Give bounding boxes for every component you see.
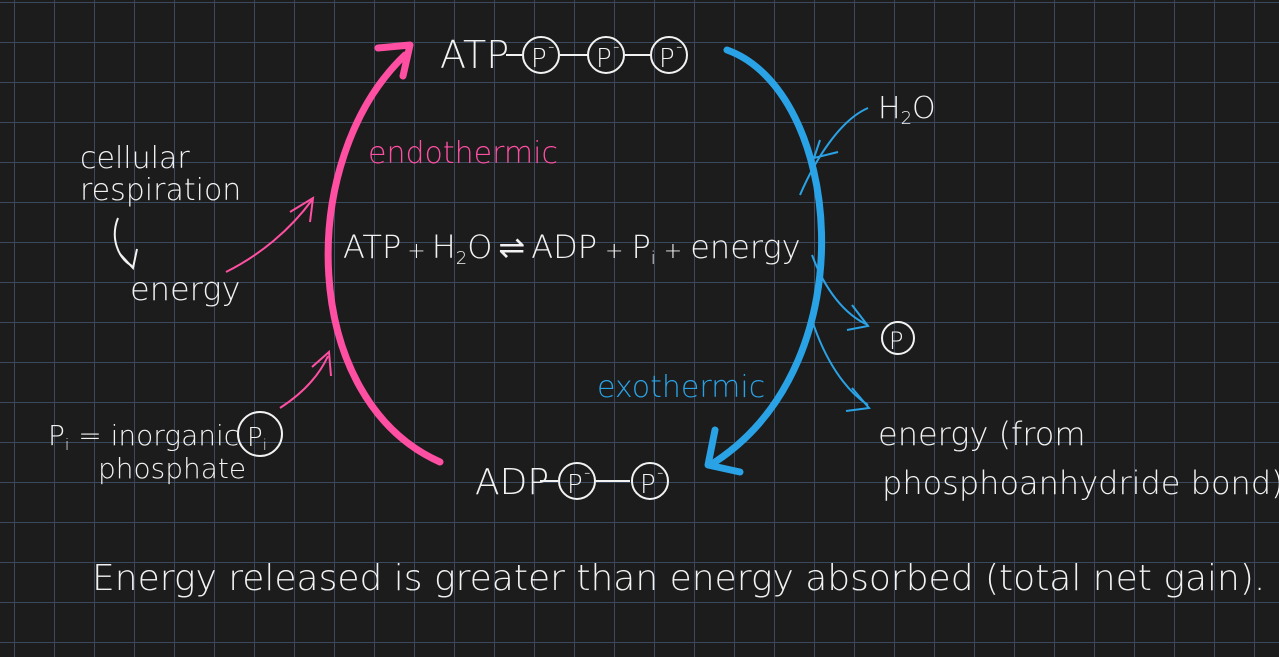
phosphate-output: P xyxy=(811,254,915,355)
summary-statement: Energy released is greater than energy a… xyxy=(92,558,1265,599)
svg-text:-: - xyxy=(584,462,591,483)
exothermic-arrow xyxy=(704,46,826,476)
svg-text:-: - xyxy=(657,462,664,483)
svg-text:P: P xyxy=(531,44,547,74)
cellular-word: cellular xyxy=(80,141,190,176)
endothermic-arrow xyxy=(324,41,444,466)
inorganic-phosphate-note: Pi = inorganic phosphate Pi xyxy=(48,411,283,485)
svg-text:-: - xyxy=(676,36,683,57)
svg-text:P: P xyxy=(567,470,583,500)
pi-circle xyxy=(237,411,283,457)
released-phosphate-circle xyxy=(881,321,915,355)
energy-output xyxy=(811,319,871,412)
svg-text:P: P xyxy=(659,44,675,74)
water-input: H2O xyxy=(799,91,936,196)
energy-input-label: energy xyxy=(130,270,240,308)
water-label: H2O xyxy=(878,91,936,129)
atp-phosphate-1: P - xyxy=(522,36,560,74)
released-phosphate-label: P xyxy=(889,327,903,355)
svg-text:P: P xyxy=(596,44,612,74)
respiration-word: respiration xyxy=(80,173,241,208)
svg-text:-: - xyxy=(613,36,620,57)
exothermic-label: exothermic xyxy=(597,370,765,405)
adp-molecule: ADP P - P - xyxy=(475,462,669,503)
atp-molecule: ATP P - P - P - xyxy=(440,33,688,77)
svg-text:Pi: Pi xyxy=(247,423,267,454)
cellular-respiration-note: cellular respiration energy xyxy=(80,141,241,308)
atp-phosphate-3: P - xyxy=(650,36,688,74)
atp-phosphate-2: P - xyxy=(587,36,625,74)
phosphoanhydride-bond-label: phosphoanhydride bond) xyxy=(882,464,1279,502)
svg-text:P: P xyxy=(640,470,656,500)
adp-phosphate-1: P - xyxy=(558,462,596,500)
svg-text:-: - xyxy=(548,36,555,57)
adp-label: ADP xyxy=(475,462,549,503)
energy-from-label: energy (from xyxy=(878,415,1086,453)
phosphate-input-arrow xyxy=(279,349,332,409)
pi-definition: Pi = inorganic xyxy=(48,419,239,454)
adp-phosphate-2: P - xyxy=(631,462,669,500)
phosphate-word: phosphate xyxy=(98,452,246,485)
endothermic-label: endothermic xyxy=(368,136,558,171)
atp-label: ATP xyxy=(440,33,509,77)
hydrolysis-equation: ATP+H2O⇌ADP+Pi+energy xyxy=(343,228,801,269)
energy-input-arrow xyxy=(225,196,315,273)
